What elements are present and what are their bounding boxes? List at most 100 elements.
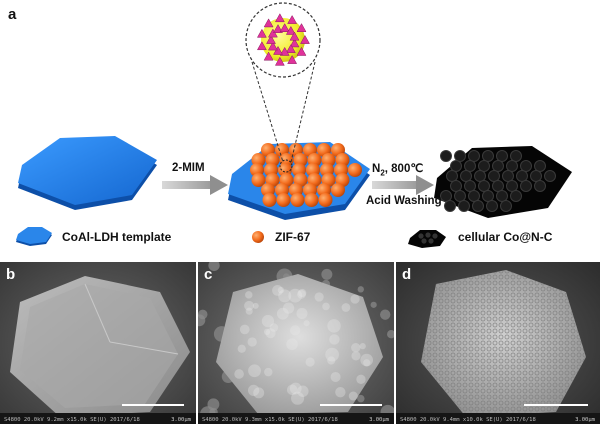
carbon-cell [500,200,512,212]
cobalt-tetrahedron-icon [296,46,307,56]
carbon-cell [454,150,466,162]
arrow-step-1 [162,175,228,195]
carbon-cell [478,160,490,172]
carbon-cell [478,180,490,192]
carbon-cell [506,160,518,172]
sem-info-b: S4800 20.0kV 9.2mm x15.0k SE(U) 2017/6/1… [4,417,140,423]
cobalt-tetrahedron-icon [263,51,274,61]
scale-bar-b [122,404,184,406]
legend-cellular-icon [408,230,446,248]
carbon-cell [502,170,514,182]
sem-image-b: b S4800 20.0kV 9.2mm x15.0k SE(U) 2017/6… [0,262,196,424]
carbon-cell [482,190,494,202]
carbon-cell [520,180,532,192]
cobalt-tetrahedron-icon [285,44,296,53]
arrow-2-washing-label: Acid Washing [366,195,442,207]
cobalt-tetrahedron-icon [279,46,290,56]
legend-zif-label: ZIF-67 [275,230,311,244]
sem-info-bar-b [0,413,196,424]
carbon-cell [440,150,452,162]
ldh-template-plate [18,136,157,210]
carbon-cell [488,170,500,182]
sem-scale-b: 3.00μm [171,417,191,423]
legend-ldh-label: CoAl-LDH template [62,230,172,244]
carbon-cell [482,150,494,162]
sem-image-d: d S4800 20.0kV 9.4mm x10.0k SE(U) 2017/6… [396,262,600,424]
zif-crystal [262,193,277,207]
carbon-cell [516,170,528,182]
zif-crystal [304,193,319,207]
carbon-cell [440,190,452,202]
cobalt-tetrahedron-icon [289,31,300,41]
panel-label-a: a [8,6,17,23]
carbon-cell [458,200,470,212]
zif-crystal [276,193,291,207]
sem-info-bar-c [198,413,394,424]
cobalt-tetrahedron-icon [273,24,283,33]
cobalt-tetrahedron-icon [300,34,310,44]
zif-crystal [348,163,362,177]
carbon-cell [464,180,476,192]
carbon-cell [534,160,546,172]
zif-crystal [251,173,266,187]
ldh-zif-composite [228,142,370,220]
legend-zif-icon [252,231,264,243]
carbon-cell [520,160,532,172]
sem-info-d: S4800 20.0kV 9.4mm x10.0k SE(U) 2017/6/1… [400,417,536,423]
sem-info-bar-d [396,413,600,424]
carbon-cell [496,190,508,202]
zif-crystal [331,183,345,197]
carbon-cell [468,150,480,162]
carbon-cell [474,170,486,182]
cobalt-tetrahedron-icon [296,23,307,32]
cobalt-tetrahedron-icon [274,13,285,23]
carbon-cell [450,180,462,192]
carbon-cell [454,190,466,202]
cobalt-tetrahedron-icon [287,14,298,24]
cobalt-tetrahedron-icon [279,23,290,32]
cobalt-tetrahedron-icon [256,28,267,38]
arrow-2-condition-label: N2, 800℃ [372,163,424,178]
cobalt-tetrahedron-icon [289,38,300,48]
carbon-cell [534,180,546,192]
carbon-cell [450,160,462,172]
scale-bar-d [524,404,588,406]
synthesis-schematic [16,2,572,248]
arrow-1-label: 2-MIM [172,162,205,174]
cobalt-tetrahedron-icon [273,45,283,55]
sem-scale-d: 3.00μm [575,417,595,423]
magnification-callout [245,2,321,173]
carbon-cell [496,150,508,162]
cobalt-tetrahedron-icon [285,25,296,35]
sem-image-c: c S4800 20.0kV 9.3mm x15.0k SE(U) 2017/6… [198,262,394,424]
carbon-cell [464,160,476,172]
carbon-cell [510,190,522,202]
carbon-cell [510,150,522,162]
panel-label-b: b [6,266,16,283]
cobalt-tetrahedron-icon [266,34,276,44]
panel-label-d: d [402,266,412,283]
carbon-cell [444,200,456,212]
carbon-cell [544,170,556,182]
cobalt-tetrahedron-icon [267,41,278,51]
panel-label-c: c [204,266,213,283]
carbon-cell [486,200,498,212]
sem-scale-c: 3.00μm [369,417,389,423]
carbon-cell [492,180,504,192]
cobalt-tetrahedron-icon [287,54,298,64]
carbon-cell [492,160,504,172]
sem-info-c: S4800 20.0kV 9.3mm x15.0k SE(U) 2017/6/1… [202,417,338,423]
zif-crystal [290,193,305,207]
scale-bar-c [320,404,382,406]
arrow-step-2 [372,175,434,195]
carbon-cell [460,170,472,182]
zif-crystal [318,193,333,207]
cobalt-tetrahedron-icon [267,28,278,38]
cellular-co-nc [434,146,572,218]
cobalt-tetrahedron-icon [256,41,267,51]
carbon-cell [472,200,484,212]
legend-cellular-label: cellular Co@N-C [458,230,553,244]
carbon-cell [506,180,518,192]
cobalt-tetrahedron-icon [263,18,274,28]
